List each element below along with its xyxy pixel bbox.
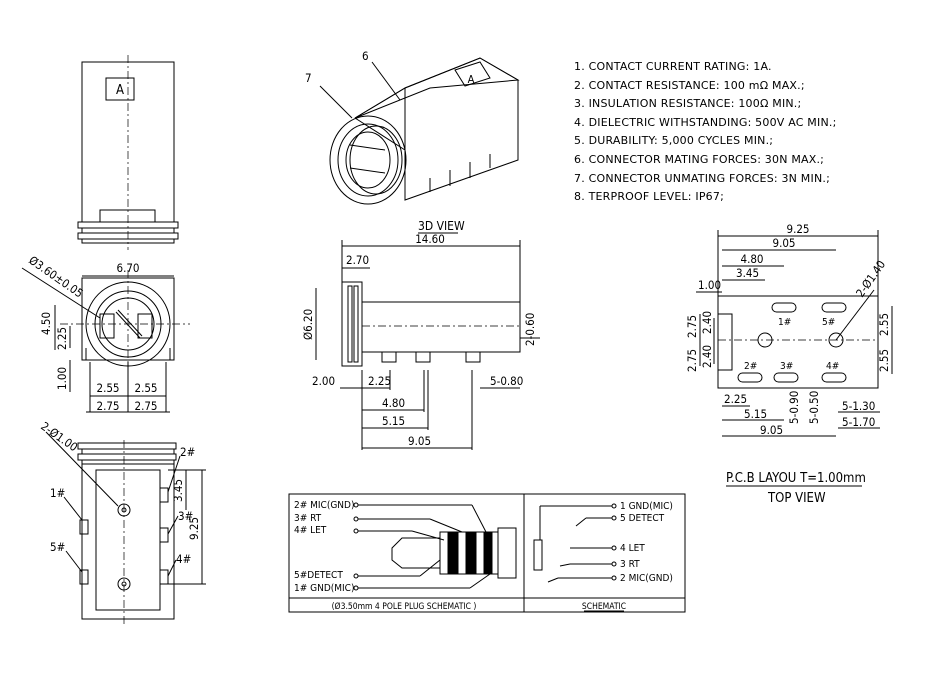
pin-label-1: 1# xyxy=(50,486,65,500)
pcb-dim-225: 2.25 xyxy=(724,392,747,406)
dim-d: 9.05 xyxy=(408,434,431,448)
spec-item: 1. CONTACT CURRENT RATING: 1A. xyxy=(574,60,772,73)
pcb-pin-3: 3# xyxy=(780,361,793,372)
pin-label-5: 5# xyxy=(50,540,65,554)
iso-part-letter: A xyxy=(468,73,475,86)
pcb-dim-100: 1.00 xyxy=(698,278,721,292)
dim-pin-diameter: 2-0.60 xyxy=(523,313,537,346)
top-outline-view: A xyxy=(77,55,179,250)
pcb-pin-4: 4# xyxy=(826,361,839,372)
pin-label-4: 4# xyxy=(176,552,191,566)
pcb-pin-2: 2# xyxy=(744,361,757,372)
pin-label-3: 3# xyxy=(178,509,193,523)
spec-item: 8. TERPROOF LEVEL: IP67; xyxy=(574,190,724,204)
bottom-view: 2-Ø1.00 3.45 9.25 1# 5# 2# 3# 4# xyxy=(38,419,206,625)
dim-offset: 2.00 xyxy=(312,374,335,388)
plug-label-gnd: 1# GND(MIC) xyxy=(294,583,354,594)
pcb-dim-right-1: 2.55 xyxy=(877,313,891,336)
schematic-caption: SCHEMATIC xyxy=(582,602,626,612)
sch-label-2: 2 MIC(GND) xyxy=(620,573,673,584)
pcb-title: P.C.B LAYOU T=1.00mm xyxy=(726,471,866,486)
pcb-dim-925: 9.25 xyxy=(786,222,809,236)
sch-label-4: 4 LET xyxy=(620,543,645,554)
pcb-dim-left-1: 2.75 xyxy=(685,315,699,338)
pcb-dim-slot-050: 5-0.50 xyxy=(807,391,821,424)
part-letter: A xyxy=(116,83,124,98)
plug-schematic: 2# MIC(GND) 3# RT 4# LET 5#DETECT 1# GND… xyxy=(288,493,686,613)
pcb-pin-1: 1# xyxy=(778,317,791,328)
3d-view-label: 3D VIEW xyxy=(418,219,465,233)
plug-label-let: 4# LET xyxy=(294,525,327,536)
plug-label-detect: 5#DETECT xyxy=(294,570,343,581)
dim-holes: 2-Ø1.00 xyxy=(38,419,80,454)
spec-list: 1. CONTACT CURRENT RATING: 1A. 2. CONTAC… xyxy=(574,58,836,207)
pcb-dim-905b: 9.05 xyxy=(760,423,783,437)
plug-label-mic: 2# MIC(GND) xyxy=(294,500,354,511)
pcb-dim-515: 5.15 xyxy=(744,407,767,421)
top-view-label: TOP VIEW xyxy=(767,491,826,506)
dim-outer-left: 2.75 xyxy=(96,399,119,413)
pcb-dim-slot-090: 5-0.90 xyxy=(787,391,801,424)
spec-item: 2. CONTACT RESISTANCE: 100 mΩ MAX.; xyxy=(574,78,805,92)
dim-body-diameter: Ø6.20 xyxy=(301,309,315,340)
dim-bottom-right: 2.55 xyxy=(134,381,157,395)
side-view: 14.60 2.70 Ø6.20 2-0.60 2.00 2.25 4.80 5… xyxy=(301,232,540,450)
iso-view: A 6 7 3D VIEW xyxy=(305,49,520,234)
pcb-dim-905: 9.05 xyxy=(772,236,795,250)
dim-pin-height: 1.00 xyxy=(55,367,69,390)
pcb-dim-hole: 2-Ø1.40 xyxy=(853,258,888,300)
pin-label-2: 2# xyxy=(180,445,195,459)
callout-7: 7 xyxy=(305,71,312,85)
pcb-dim-slot-170: 5-1.70 xyxy=(842,415,875,429)
dim-pin-width: 5-0.80 xyxy=(490,374,523,388)
dim-half-height: 2.25 xyxy=(55,327,69,350)
dim-b: 4.80 xyxy=(382,396,405,410)
spec-item: 6. CONNECTOR MATING FORCES: 30N MAX.; xyxy=(574,152,825,166)
spec-item: 4. DIELECTRIC WITHSTANDING: 500V AC MIN.… xyxy=(574,115,837,129)
dim-bottom-345: 3.45 xyxy=(171,479,185,502)
sch-label-3: 3 RT xyxy=(620,559,640,570)
spec-item: 3. INSULATION RESISTANCE: 100Ω MIN.; xyxy=(574,97,802,111)
dim-length: 14.60 xyxy=(415,232,445,246)
dim-a: 2.25 xyxy=(368,374,391,388)
pcb-pin-5: 5# xyxy=(822,317,835,328)
spec-item: 7. CONNECTOR UNMATING FORCES: 3N MIN.; xyxy=(574,171,830,185)
dim-bottom-left: 2.55 xyxy=(96,381,119,395)
dim-height: 4.50 xyxy=(39,312,53,335)
dim-front-width: 6.70 xyxy=(116,261,139,275)
spec-item: 5. DURABILITY: 5,000 CYCLES MIN.; xyxy=(574,134,774,148)
dim-front-len: 2.70 xyxy=(346,253,369,267)
dim-outer-right: 2.75 xyxy=(134,399,157,413)
pcb-layout: 1# 5# 2# 3# 4# 9.25 9.05 4.80 3.45 1.00 … xyxy=(685,222,893,506)
pcb-dim-left-3: 2.75 xyxy=(685,349,699,372)
plug-label-rt: 3# RT xyxy=(294,513,322,524)
pcb-dim-left-2: 2.40 xyxy=(700,311,714,334)
dim-bottom-925: 9.25 xyxy=(187,517,201,540)
plug-caption: (Ø3.50mm 4 POLE PLUG SCHEMATIC ) xyxy=(332,601,477,612)
front-view: 6.70 Ø3.60±0.05 4.50 2.25 1.00 2.55 2.55… xyxy=(21,253,190,413)
callout-6: 6 xyxy=(362,49,369,63)
dim-c: 5.15 xyxy=(382,414,405,428)
sch-label-5: 5 DETECT xyxy=(620,513,665,524)
sch-label-1: 1 GND(MIC) xyxy=(620,501,673,512)
pcb-dim-slot-130: 5-1.30 xyxy=(842,399,875,413)
pcb-dim-right-2: 2.55 xyxy=(877,349,891,372)
pcb-dim-480: 4.80 xyxy=(740,252,763,266)
pcb-dim-left-4: 2.40 xyxy=(700,345,714,368)
pcb-dim-345: 3.45 xyxy=(736,266,759,280)
